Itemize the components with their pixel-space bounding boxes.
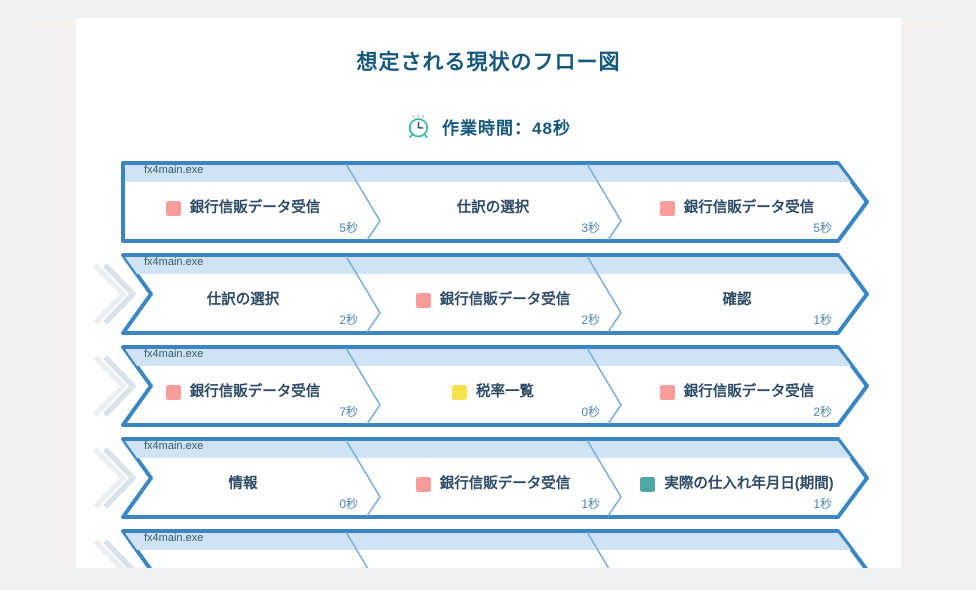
chevron-decoration-icon (103, 447, 137, 509)
chevron-decoration-icon (93, 263, 127, 325)
segment-time: 7秒 (339, 405, 358, 419)
row-app-label: fx4main.exe (144, 440, 204, 452)
segment-label: 仕訳の選択 (456, 199, 530, 216)
row-app-label: fx4main.exe (144, 348, 204, 360)
segment-label: 銀行信販データ受信 (189, 383, 321, 400)
clock-icon (408, 114, 429, 139)
segment-time: 0秒 (581, 405, 600, 419)
flow-segment: 仕訳の選択 (140, 275, 346, 325)
chevron-decoration-icon (93, 539, 125, 568)
segment-label: 銀行信販データ受信 (683, 383, 815, 400)
segment-time: 2秒 (339, 313, 358, 327)
segment-label: 銀行信販データ受信 (189, 199, 321, 216)
segment-label: 銀行信販データ受信 (439, 475, 571, 492)
segment-time: 0秒 (339, 497, 358, 511)
flow-segment: 情報 (140, 459, 346, 509)
segment-label: 確認 (722, 291, 752, 308)
segment-time: 5秒 (339, 221, 358, 235)
flow-segment: 銀行信販データ受信 (388, 275, 598, 325)
segment-time: 1秒 (813, 497, 832, 511)
segment-label: 実際の仕入れ年月日(期間) (664, 475, 834, 492)
flow-row: fx4main.exe 仕訳の選択 銀行信販データ受信 確認 2秒 2秒 1秒 (92, 252, 870, 336)
segment-time: 3秒 (581, 221, 600, 235)
flow-arrow-shape (121, 161, 869, 243)
segment-marker-icon (640, 476, 656, 492)
flow-arrow-shape (93, 253, 869, 335)
flow-segment: 税率一覧 (388, 367, 598, 417)
page-title: 想定される現状のフロー図 (356, 51, 621, 74)
flow-row: fx4main.exe (92, 528, 870, 568)
segment-marker-icon (659, 200, 675, 216)
segment-marker-icon (415, 292, 431, 308)
segment-time: 5秒 (813, 221, 832, 235)
segment-time: 1秒 (813, 313, 832, 327)
segment-marker-icon (659, 384, 675, 400)
flow-arrow-shape (93, 437, 869, 519)
flow-segment: 実際の仕入れ年月日(期間) (629, 459, 845, 509)
flow-segment: 銀行信販データ受信 (629, 367, 845, 417)
work-time-label: 作業時間：48秒 (442, 119, 571, 138)
chevron-decoration-icon (93, 355, 127, 417)
segment-marker-icon (165, 384, 181, 400)
flow-segment: 銀行信販データ受信 (629, 183, 845, 233)
row-app-label: fx4main.exe (144, 256, 204, 268)
chevron-decoration-icon (103, 263, 137, 325)
flow-arrow-shape (93, 345, 869, 427)
segment-marker-icon (415, 476, 431, 492)
flow-segment: 銀行信販データ受信 (140, 367, 346, 417)
segment-marker-icon (165, 200, 181, 216)
flow-row: fx4main.exe 銀行信販データ受信 税率一覧 銀行信販データ受信 7秒 … (92, 344, 870, 428)
segment-label: 仕訳の選択 (206, 291, 280, 308)
segment-label: 情報 (228, 475, 258, 492)
flow-row: fx4main.exe 銀行信販データ受信 仕訳の選択 銀行信販データ受信 5秒… (92, 160, 870, 244)
flow-arrow-shape (93, 529, 869, 568)
flow-segment: 確認 (629, 275, 845, 325)
segment-label: 銀行信販データ受信 (439, 291, 571, 308)
row-app-label: fx4main.exe (144, 164, 204, 176)
chevron-decoration-icon (103, 355, 137, 417)
segment-label: 税率一覧 (476, 383, 534, 400)
flow-segment: 仕訳の選択 (388, 183, 598, 233)
row-app-label: fx4main.exe (144, 532, 204, 544)
chevron-decoration-icon (103, 539, 135, 568)
flow-segment: 銀行信販データ受信 (388, 459, 598, 509)
segment-time: 2秒 (581, 313, 600, 327)
work-time: 作業時間：48秒 (76, 114, 901, 139)
segment-time: 1秒 (581, 497, 600, 511)
chevron-decoration-icon (93, 447, 127, 509)
flow-row: fx4main.exe 情報 銀行信販データ受信 実際の仕入れ年月日(期間) 0… (92, 436, 870, 520)
flow-card: 想定される現状のフロー図 作業時間：48秒 fx4main.exe 銀行信販デー… (76, 18, 901, 568)
segment-marker-icon (452, 384, 467, 400)
flow-segment: 銀行信販データ受信 (140, 183, 346, 233)
segment-time: 2秒 (813, 405, 832, 419)
segment-label: 銀行信販データ受信 (683, 199, 815, 216)
